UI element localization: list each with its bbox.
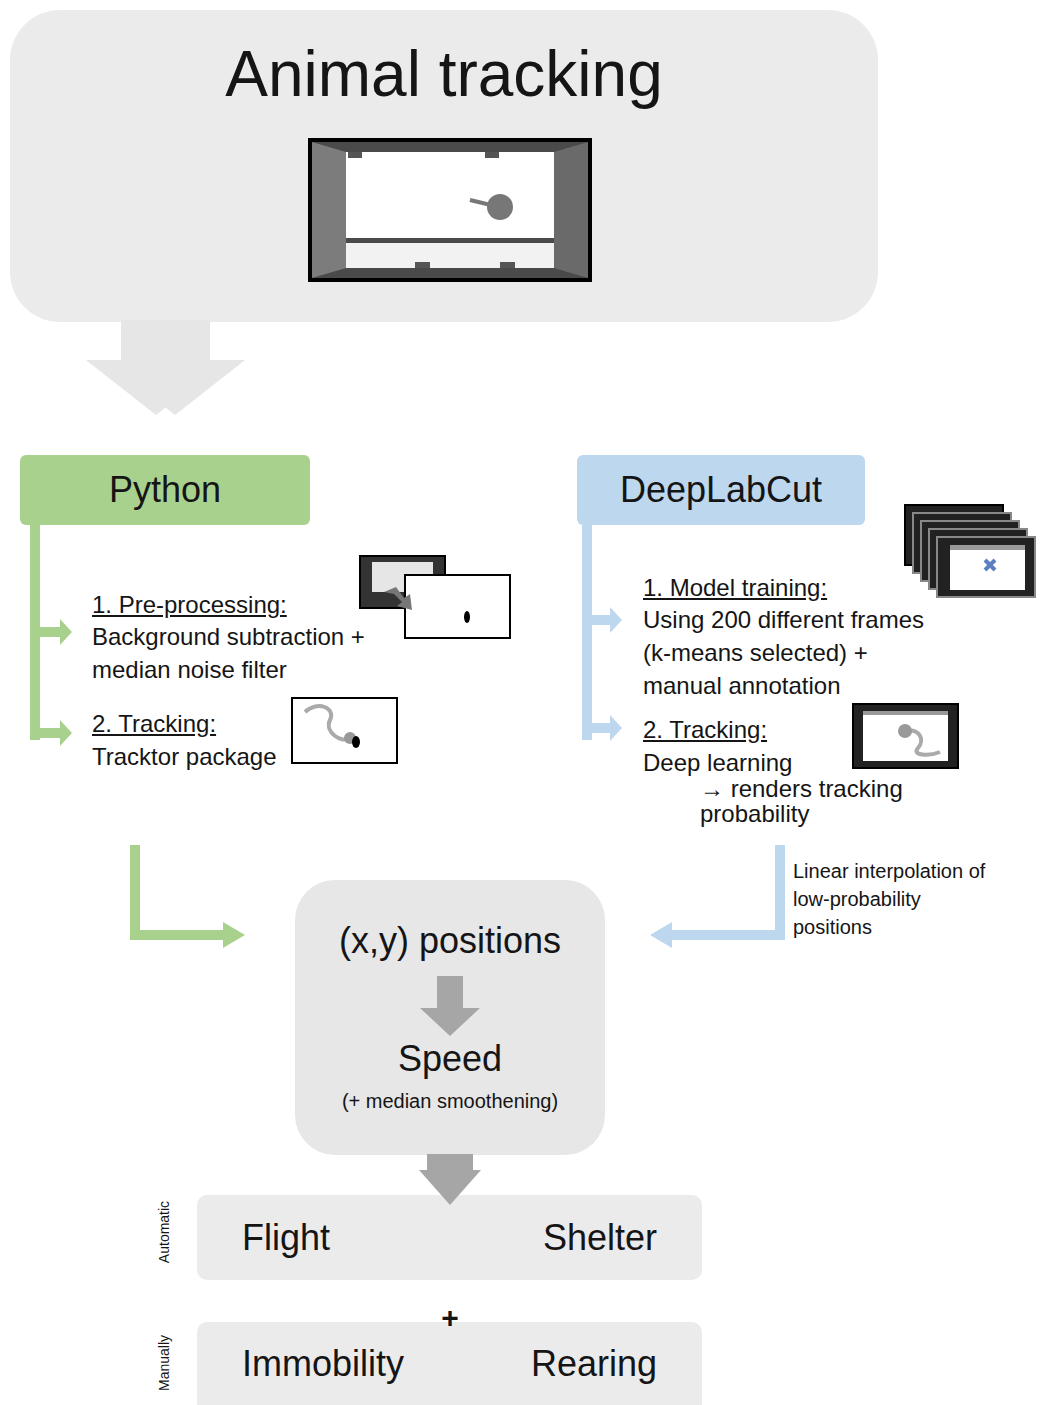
dlc-thumbnail — [853, 704, 958, 768]
flow-arrow — [650, 845, 780, 948]
method-box: DeepLabCut — [577, 455, 865, 525]
arena-illustration — [310, 140, 590, 280]
bracket-bar — [582, 525, 592, 740]
arena-wall — [554, 142, 588, 278]
bracket-arrow — [60, 619, 72, 645]
edge-label: Linear interpolation of low-probability … — [793, 857, 993, 941]
annotation-mark — [985, 560, 995, 570]
arena-floor — [346, 152, 554, 238]
arena-tab — [500, 262, 515, 268]
flow-arrow — [135, 845, 245, 948]
thumb-arrow — [384, 587, 412, 610]
track-path — [305, 706, 350, 740]
arrow-head — [223, 922, 245, 948]
arrow-stem — [135, 845, 224, 935]
step-text: Deep learning — [643, 746, 792, 779]
node-text: Shelter — [543, 1217, 657, 1258]
node-text: Speed — [295, 1038, 605, 1079]
side-label: Manually — [157, 1335, 172, 1391]
arrow-stem — [671, 845, 780, 935]
bracket-arrow — [30, 728, 62, 738]
animal-body — [487, 194, 513, 220]
internal-arrow — [420, 976, 480, 1036]
arrow-head — [420, 1008, 480, 1036]
arrow-stem — [140, 320, 210, 361]
frame-thumb — [853, 704, 958, 768]
step-heading: 2. Tracking: — [92, 707, 216, 740]
step-heading: 2. Tracking: — [643, 713, 767, 746]
arena-tab — [348, 152, 362, 158]
animal-blob — [352, 736, 360, 748]
node-text: Animal tracking — [10, 38, 878, 112]
flow-arrow — [419, 1154, 481, 1205]
behaviour-box: Flight Shelter — [197, 1195, 702, 1280]
node-text: Flight — [242, 1217, 330, 1258]
arena-frame — [310, 140, 590, 280]
animal-blob — [464, 611, 470, 623]
behaviour-box: Immobility Rearing — [197, 1322, 702, 1405]
preprocessing-thumbnail — [360, 556, 510, 638]
bracket-arrow — [30, 627, 62, 637]
flow-arrow — [86, 320, 226, 415]
step-text: Using 200 different frames (k-means sele… — [643, 603, 948, 702]
tracktor-thumbnail — [292, 698, 397, 763]
arrow-head — [86, 360, 226, 415]
bracket-arrow — [582, 615, 612, 625]
frame-thumb-wall — [950, 545, 1025, 550]
track-head — [898, 724, 912, 738]
method-box: Python — [20, 455, 310, 525]
node-text: (x,y) positions — [295, 920, 605, 961]
arena-tab — [415, 262, 430, 268]
frame-thumb — [937, 537, 1035, 597]
python-bracket — [30, 525, 72, 746]
step-heading: 1. Pre-processing: — [92, 588, 287, 621]
frame-thumb — [405, 575, 510, 638]
bracket-arrow — [610, 715, 622, 741]
arrow-stem — [437, 976, 463, 1009]
arrow-stem — [427, 1154, 473, 1171]
dlc-bracket — [582, 525, 622, 741]
bracket-arrow — [582, 723, 612, 733]
frame-thumb-floor — [863, 711, 948, 761]
training-frames — [905, 505, 1035, 597]
node-text: Rearing — [531, 1343, 657, 1384]
step-text: Tracktor package — [92, 740, 277, 773]
bracket-arrow — [60, 720, 72, 746]
frame-thumb — [292, 698, 397, 763]
arrow-head — [419, 1170, 481, 1205]
arena-wall — [312, 142, 346, 278]
step-text: Background subtraction + median noise fi… — [92, 620, 392, 686]
arrow-stem — [121, 320, 191, 361]
step-heading: 1. Model training: — [643, 571, 827, 604]
frame-thumb-wall — [863, 711, 948, 715]
side-label: Automatic — [157, 1201, 172, 1263]
node-text: DeepLabCut — [620, 469, 822, 510]
arena-tab — [485, 152, 499, 158]
arrow-head — [650, 922, 672, 948]
node-text: Python — [109, 469, 221, 510]
bracket-arrow — [610, 607, 622, 633]
step-text: → renders tracking probability — [700, 776, 915, 826]
frame-thumb-floor — [950, 545, 1025, 590]
arena-strip — [346, 243, 554, 268]
plus-sign: + — [441, 1301, 459, 1334]
node-text: (+ median smoothening) — [295, 1090, 605, 1113]
node-text: Immobility — [242, 1343, 404, 1384]
